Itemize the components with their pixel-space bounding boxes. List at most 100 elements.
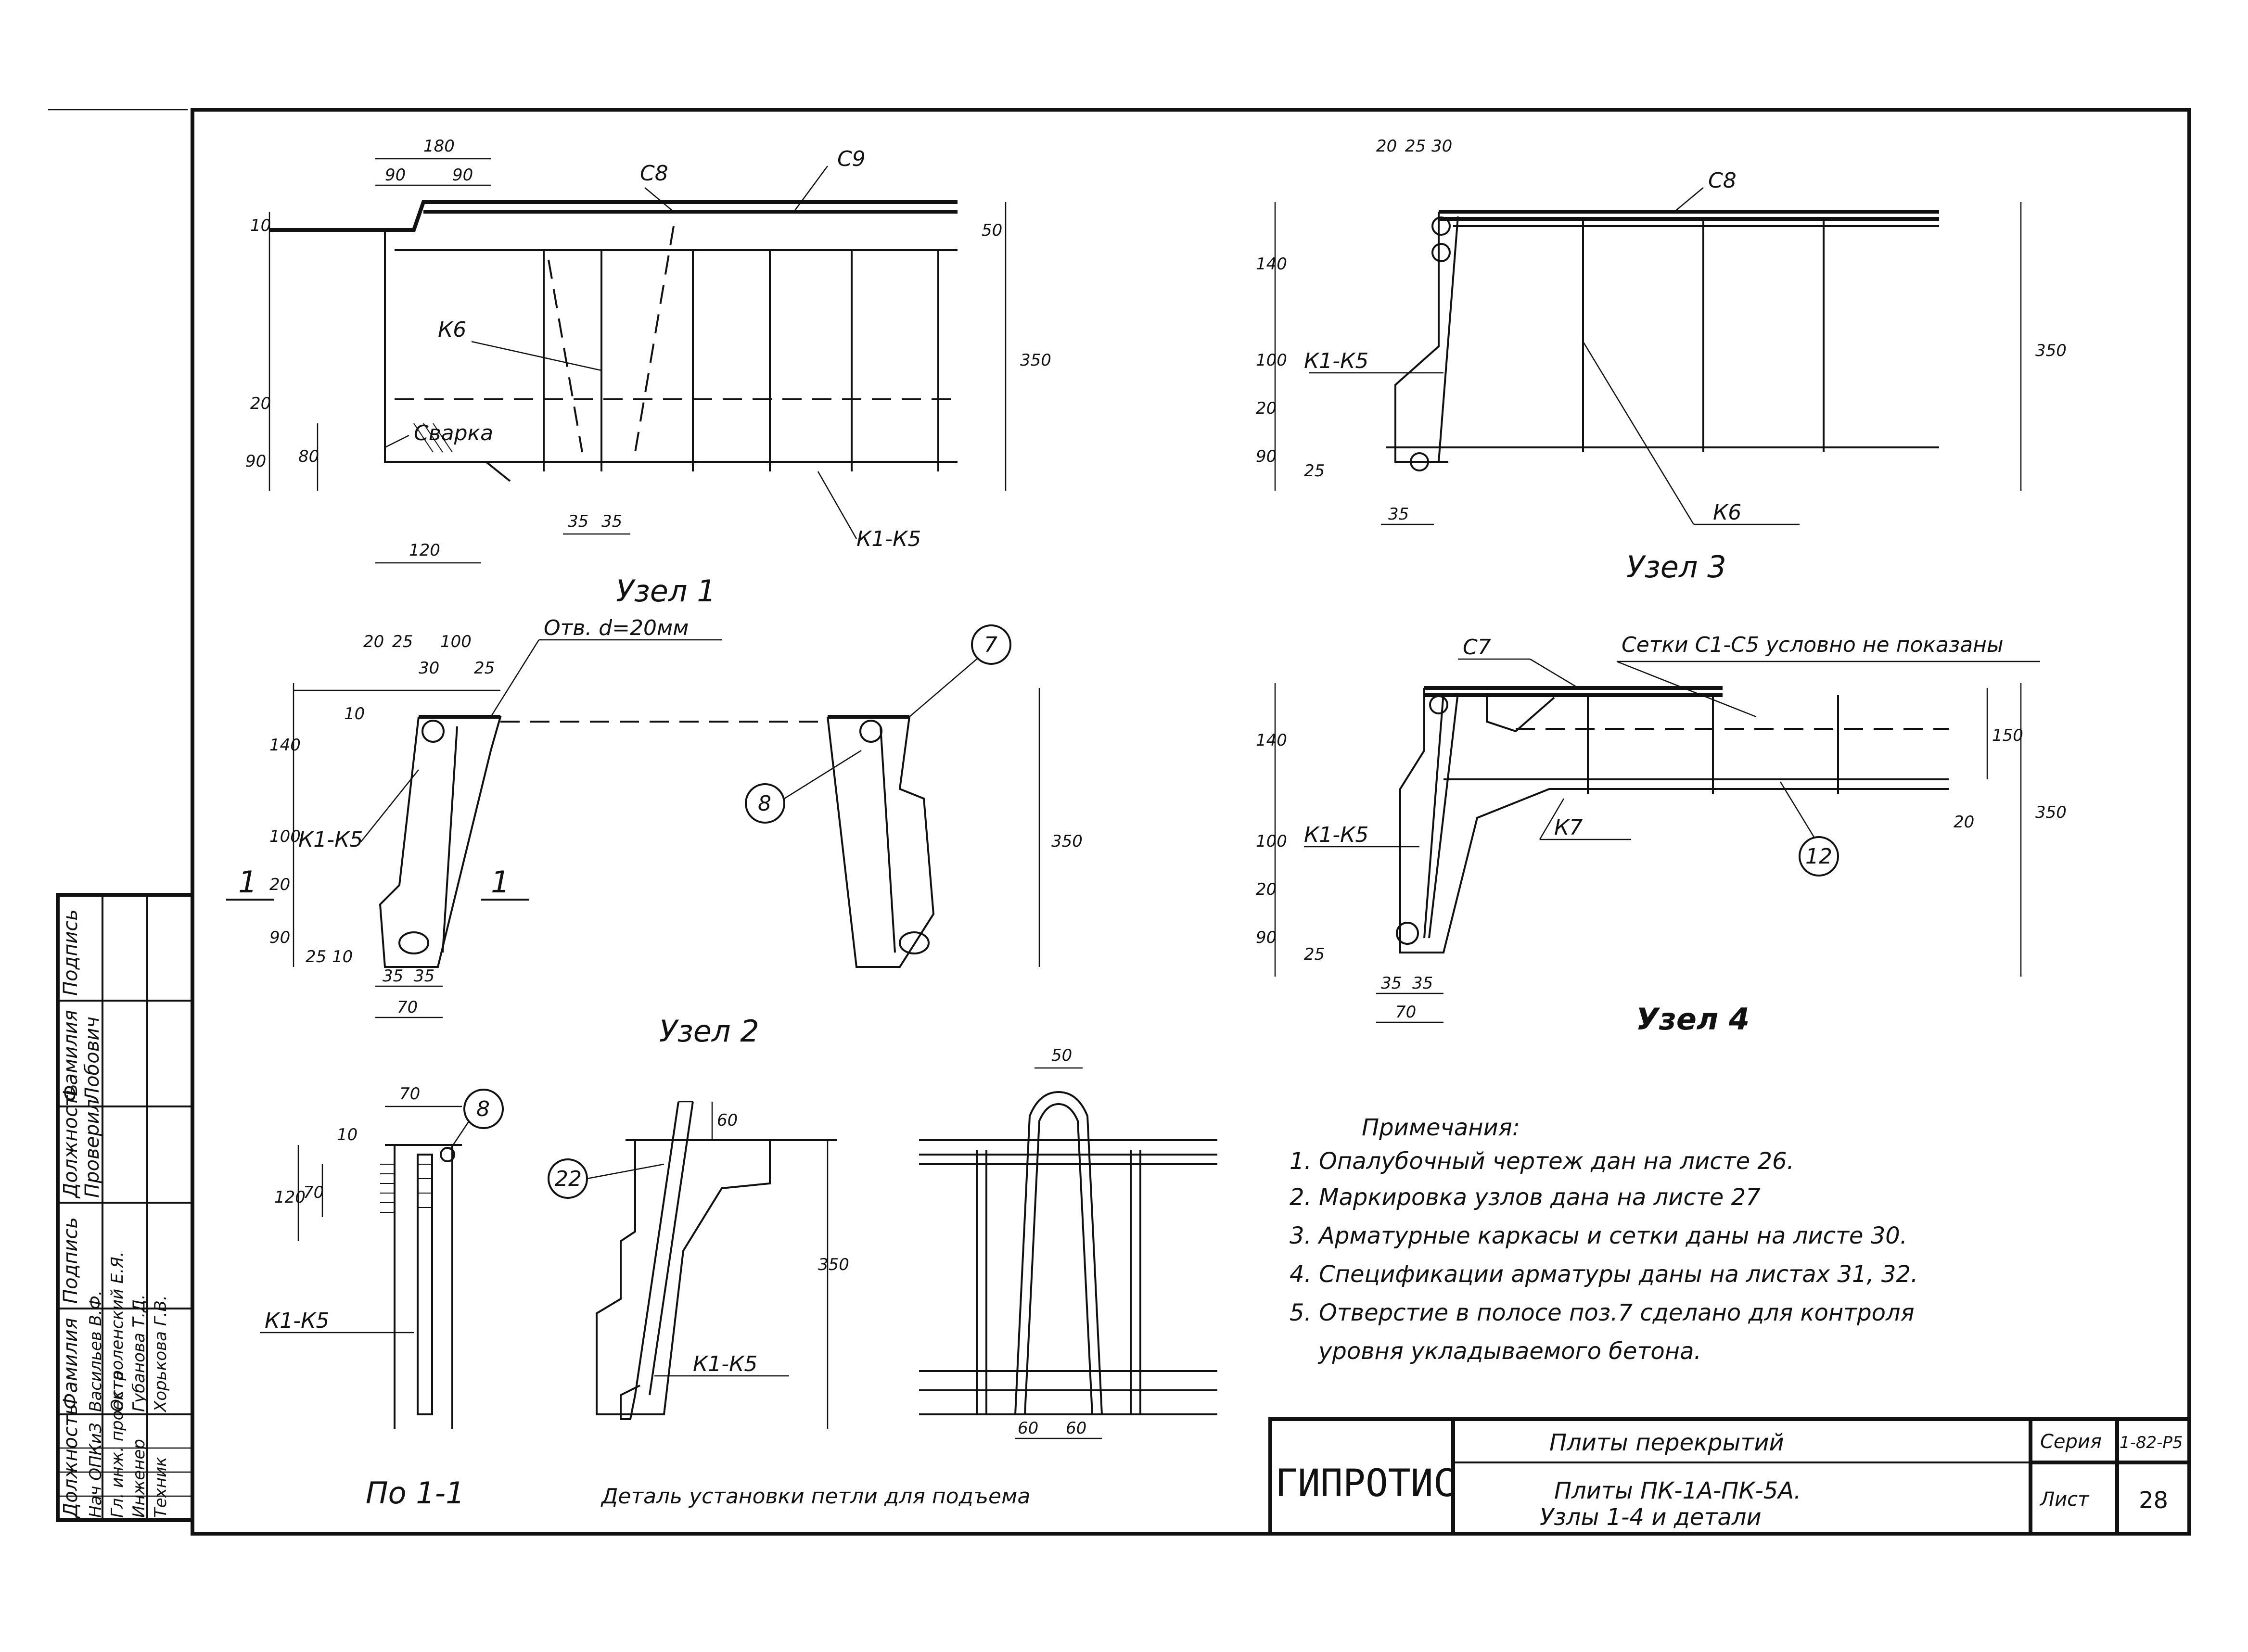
- n1-label-c8: С8: [640, 161, 668, 186]
- n2-callout-8: [745, 783, 785, 824]
- n2-label-k1k5: К1-К5: [298, 827, 363, 852]
- sig-header-role-top: Должность: [60, 1084, 82, 1199]
- n4-dim-25: 25: [1304, 945, 1325, 964]
- n4-label-k1k5: К1-К5: [1304, 823, 1368, 847]
- note-5-cont: уровня укладываемого бетона.: [1317, 1338, 1701, 1365]
- s11-dim-70: 70: [399, 1084, 420, 1104]
- n2-dim-35b: 35: [414, 966, 434, 986]
- sig-row-3-role: Инженер: [129, 1439, 149, 1518]
- sig-top-name: Лобович: [81, 1017, 103, 1103]
- title-sub-2: Узлы 1-4 и детали: [1540, 1504, 1762, 1531]
- n1-label-k6: К6: [438, 318, 466, 342]
- title-org: ГИПРОТИС: [1275, 1462, 1456, 1505]
- node-1-title: Узел 1: [616, 573, 716, 609]
- n2-callout-8-text: 8: [758, 791, 771, 816]
- n4-dim-100: 100: [1256, 832, 1287, 851]
- n4-callout-12: [1799, 836, 1839, 877]
- note-3: 3. Арматурные каркасы и сетки даны на ли…: [1290, 1222, 1907, 1249]
- s11-dim-70b: 70: [303, 1183, 324, 1202]
- series-value: 1-82-Р5: [2120, 1433, 2183, 1452]
- n3-dim-30: 30: [1431, 137, 1452, 156]
- n2-dim-140: 140: [269, 736, 301, 755]
- loop-dim-60a: 60: [1018, 1419, 1038, 1438]
- n1-dim-20: 20: [250, 394, 271, 413]
- n2-dim-25: 25: [392, 632, 413, 651]
- n1-dim-90: 90: [245, 452, 266, 471]
- node-2-title: Узел 2: [659, 1014, 759, 1049]
- n3-label-k6: К6: [1713, 500, 1741, 525]
- n3-dim-25b: 25: [1304, 461, 1325, 481]
- sig-row-3-name: Губанова Т.Д.: [129, 1294, 149, 1412]
- n4-label-c7: С7: [1463, 635, 1491, 660]
- n1-dim-50: 50: [982, 221, 1002, 240]
- n4-label-meshes-note: Сетки С1-С5 условно не показаны: [1622, 633, 2004, 657]
- n2-dim-100: 100: [440, 632, 472, 651]
- n1-dim-80: 80: [298, 447, 319, 466]
- loop-dim-350: 350: [818, 1255, 849, 1274]
- sheet-label: Лист: [2039, 1488, 2090, 1511]
- s11-dim-10: 10: [337, 1125, 358, 1144]
- n2-dim-35a: 35: [383, 966, 403, 986]
- sig-row-1-role: Нач ОПКиЗ: [86, 1423, 105, 1518]
- note-1: 1. Опалубочный чертеж дан на листе 26.: [1290, 1148, 1794, 1175]
- n4-dim-140: 140: [1256, 731, 1287, 750]
- sig-top-role: Проверил: [81, 1099, 103, 1198]
- loop-dim-60b: 60: [1066, 1419, 1086, 1438]
- title-block: ГИПРОТИС Плиты перекрытий Плиты ПК-1А-ПК…: [1268, 1417, 2191, 1536]
- n4-dim-150: 150: [1992, 726, 2023, 745]
- sig-row-1-name: Васильев В.Ф.: [86, 1290, 105, 1412]
- n4-dim-20: 20: [1256, 880, 1277, 899]
- node-2: 20 25 100 30 25 10 140 100 20 90 25 10 3…: [226, 616, 1083, 1049]
- n2-dim-70: 70: [397, 998, 418, 1017]
- sig-header-signature: Подпись: [60, 1217, 82, 1304]
- n2-dim-20b: 20: [269, 875, 290, 894]
- n4-dim-20b: 20: [1954, 813, 1974, 832]
- s11-label-k1k5: К1-К5: [265, 1309, 329, 1333]
- n4-dim-70: 70: [1395, 1003, 1416, 1022]
- sig-row-2-name: Остроленский Е.Я.: [108, 1252, 127, 1412]
- n2-dim-30: 30: [419, 659, 439, 678]
- sig-header-signature-top: Подпись: [60, 909, 82, 996]
- loop-detail: 60 350 22 К1-К5 50 60 60 Деталь установк…: [548, 1046, 1217, 1509]
- notes-heading: Примечания:: [1362, 1114, 1520, 1141]
- node-3: 20 25 30 140 100 20 90 25 35 350 С8 К1-К…: [1256, 137, 2067, 585]
- n2-callout-7-text: 7: [984, 633, 997, 657]
- sheet-value: 28: [2139, 1487, 2168, 1514]
- n1-dim-10: 10: [250, 216, 271, 235]
- loop-dim-60: 60: [717, 1111, 738, 1130]
- n3-label-k1k5: К1-К5: [1304, 349, 1368, 373]
- node-3-title: Узел 3: [1626, 549, 1726, 585]
- section-1-1-title: По 1-1: [366, 1475, 465, 1511]
- s11-callout-8: [463, 1089, 504, 1129]
- n3-dim-140: 140: [1256, 254, 1287, 274]
- n4-dim-35a: 35: [1381, 974, 1402, 993]
- sig-header-name-top: Фамилия: [60, 1010, 82, 1102]
- n2-section-mark-left: 1: [238, 864, 257, 900]
- loop-callout-22-text: 22: [555, 1167, 582, 1191]
- n2-label-hole: Отв. d=20мм: [544, 616, 689, 640]
- n2-section-mark-right: 1: [491, 864, 510, 900]
- s11-callout-8-text: 8: [476, 1097, 490, 1121]
- n4-callout-12-text: 12: [1805, 844, 1832, 869]
- n3-dim-20: 20: [1376, 137, 1397, 156]
- n1-dim-350: 350: [1020, 351, 1051, 370]
- n1-dim-120: 120: [409, 541, 440, 560]
- n3-dim-90: 90: [1256, 447, 1277, 466]
- note-2: 2. Маркировка узлов дана на листе 27: [1290, 1184, 1761, 1211]
- signature-block: Подпись Фамилия Должность Лобович Провер…: [56, 893, 194, 1522]
- sig-header-role: Должность: [60, 1404, 82, 1519]
- sig-row-4-name: Хорькова Г.В.: [151, 1295, 170, 1413]
- title-sub-1: Плиты ПК-1А-ПК-5А.: [1554, 1477, 1801, 1504]
- n3-dim-20b: 20: [1256, 399, 1277, 418]
- n4-dim-350: 350: [2035, 803, 2067, 822]
- note-4: 4. Спецификации арматуры даны на листах …: [1290, 1261, 1918, 1288]
- n4-label-k7: К7: [1554, 815, 1583, 840]
- loop-detail-title: Деталь установки петли для подъема: [600, 1484, 1030, 1509]
- n3-dim-35: 35: [1388, 505, 1409, 524]
- note-5: 5. Отверстие в полосе поз.7 сделано для …: [1290, 1299, 1915, 1326]
- n1-label-c9: С9: [837, 147, 866, 171]
- node-4-title: Узел 4: [1636, 1002, 1750, 1037]
- n2-dim-25b: 25: [474, 659, 495, 678]
- n3-label-c8: С8: [1708, 168, 1737, 193]
- sig-row-4-role: Техник: [151, 1457, 170, 1518]
